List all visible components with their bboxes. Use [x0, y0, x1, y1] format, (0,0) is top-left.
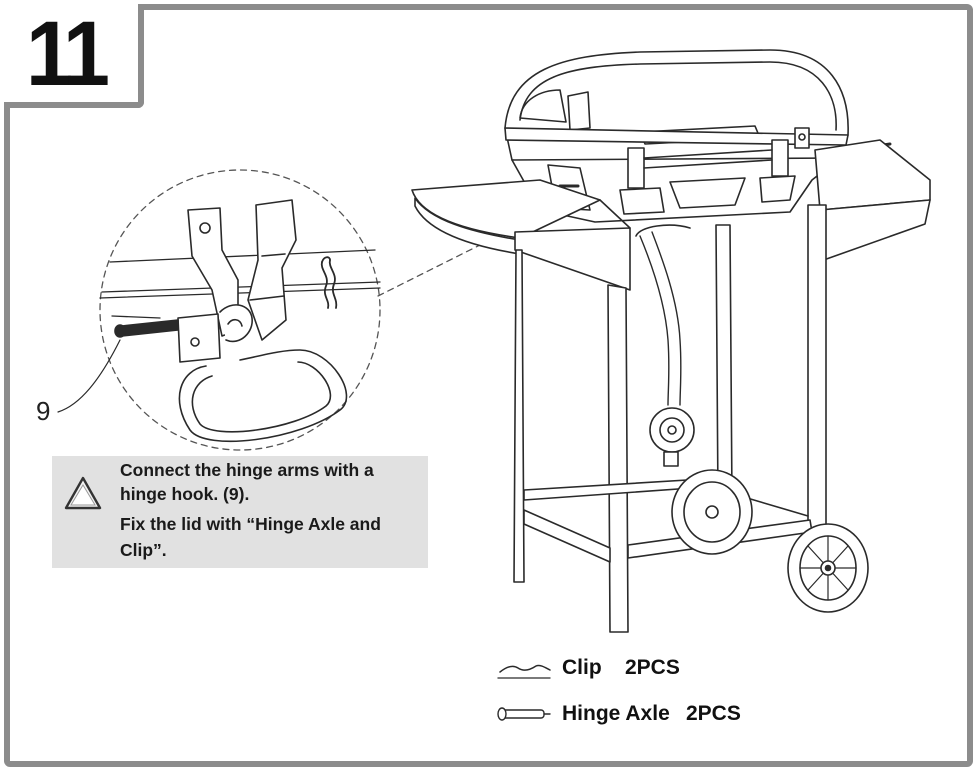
warning-triangle-icon — [64, 476, 102, 510]
step-number-box: 11 — [4, 4, 144, 108]
part-hinge-axle-name: Hinge Axle — [562, 702, 670, 725]
note-box: Connect the hinge arms with a hinge hook… — [52, 456, 428, 568]
hinge-axle-icon — [497, 707, 551, 721]
step-number: 11 — [26, 3, 110, 105]
note-line-3: Fix the lid with “Hinge Axle and — [120, 514, 381, 534]
part-clip-name: Clip — [562, 656, 602, 679]
callout-label-9: 9 — [36, 396, 51, 426]
page-frame — [4, 4, 973, 767]
part-hinge-axle-qty: 2PCS — [686, 702, 741, 725]
hinge-detail-view — [57, 169, 561, 451]
note-line-1: Connect the hinge arms with a — [120, 460, 374, 480]
note-line-4: Clip”. — [120, 540, 167, 560]
grill-drawing — [411, 49, 931, 633]
note-line-2: hinge hook. (9). — [120, 484, 250, 504]
clip-icon — [497, 664, 551, 679]
part-clip-qty: 2PCS — [625, 656, 680, 679]
